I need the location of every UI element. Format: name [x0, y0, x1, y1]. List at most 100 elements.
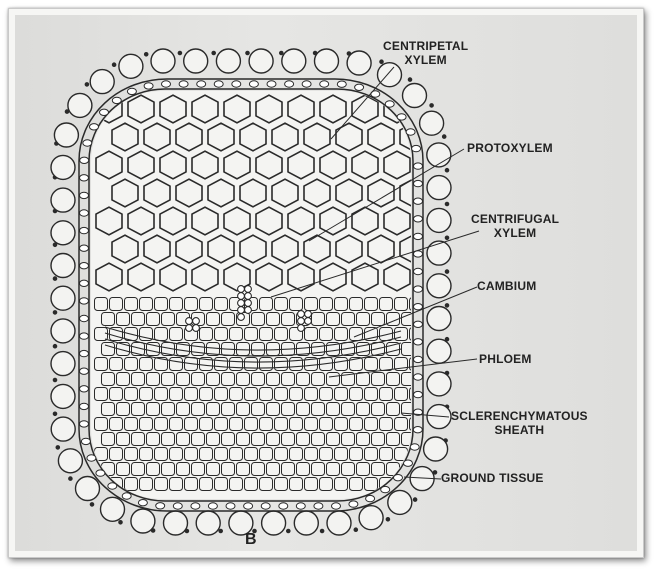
- ground-tissue-cell: [248, 48, 274, 74]
- protoxylem-vessel: [244, 285, 252, 293]
- parenchyma-cell: [101, 312, 115, 326]
- pointer-cambium: [353, 286, 478, 338]
- parenchyma-cell: [326, 312, 340, 326]
- parenchyma-cell: [109, 447, 123, 461]
- protoxylem-clusters: [185, 285, 312, 332]
- sheath-cell: [413, 267, 423, 276]
- protoxylem-vessel: [304, 317, 312, 325]
- sheath-cell: [126, 87, 137, 96]
- parenchyma-cell: [116, 402, 130, 416]
- xylem-cell: [335, 234, 363, 264]
- parenchyma-cell: [311, 372, 325, 386]
- parenchyma-cell: [191, 372, 205, 386]
- xylem-cell: [287, 150, 315, 180]
- parenchyma-cell: [221, 402, 235, 416]
- xylem-cell: [383, 206, 411, 236]
- parenchyma-cell: [289, 357, 303, 371]
- parenchyma-cell: [304, 447, 318, 461]
- parenchyma-cell: [289, 387, 303, 401]
- xylem-cell: [95, 206, 123, 236]
- protoxylem-vessel: [237, 313, 245, 321]
- sheath-cell: [79, 297, 89, 305]
- parenchyma-cell: [251, 372, 265, 386]
- parenchyma-cell: [191, 432, 205, 446]
- parenchyma-cell: [146, 462, 160, 476]
- sheath-cell: [137, 499, 148, 507]
- parenchyma-cell: [364, 417, 378, 431]
- parenchyma-cell: [311, 462, 325, 476]
- protoxylem-vessel: [237, 306, 245, 314]
- sheath-cell: [411, 144, 422, 153]
- parenchyma-cell: [139, 417, 153, 431]
- parenchyma-cell: [214, 417, 228, 431]
- xylem-cell: [319, 262, 347, 292]
- pointer-sclerenchymatous-sheath: [400, 412, 450, 418]
- sheath-cell: [95, 469, 106, 477]
- parenchyma-cell: [236, 432, 250, 446]
- xylem-cell: [175, 178, 203, 208]
- parenchyma-cell: [296, 432, 310, 446]
- parenchyma-cell: [266, 462, 280, 476]
- sheath-cell: [155, 502, 166, 510]
- protoxylem-vessel: [244, 299, 252, 307]
- parenchyma-cell: [289, 417, 303, 431]
- parenchyma-cell: [124, 297, 138, 311]
- sheath-cell: [79, 262, 89, 270]
- xylem-cell: [351, 150, 379, 180]
- parenchyma-cell: [266, 432, 280, 446]
- ground-tissue-cell: [50, 220, 76, 246]
- parenchyma-cell: [364, 327, 378, 341]
- surface-spine: [52, 276, 58, 281]
- parenchyma-cell: [259, 447, 273, 461]
- surface-spine: [385, 516, 391, 522]
- parenchyma-cell: [251, 402, 265, 416]
- label-centrifugal-xylem: CENTRIFUGAL XYLEM: [471, 212, 559, 240]
- xylem-cell: [255, 150, 283, 180]
- parenchyma-cell: [244, 387, 258, 401]
- parenchyma-cell: [281, 462, 295, 476]
- parenchyma-cell: [169, 417, 183, 431]
- surface-spine: [245, 50, 250, 56]
- ground-tissue-cell: [50, 285, 76, 311]
- parenchyma-cell: [379, 447, 393, 461]
- surface-spine: [444, 235, 450, 241]
- parenchyma-cell: [139, 327, 153, 341]
- protoxylem-vessel: [297, 310, 305, 318]
- parenchyma-cell: [409, 417, 411, 431]
- parenchyma-cell: [206, 462, 220, 476]
- xylem-cell: [207, 178, 235, 208]
- parenchyma-cell: [356, 462, 370, 476]
- parenchyma-cell: [169, 477, 183, 491]
- parenchyma-cell: [304, 327, 318, 341]
- parenchyma-cell: [244, 327, 258, 341]
- parenchyma-cell: [334, 417, 348, 431]
- parenchyma-cell: [371, 432, 385, 446]
- xylem-cell: [127, 94, 155, 124]
- sheath-cell: [79, 402, 89, 411]
- parenchyma-cell: [274, 417, 288, 431]
- pointer-centrifugal-xylem: [270, 230, 480, 298]
- parenchyma-cell: [139, 297, 153, 311]
- parenchyma-cell: [161, 432, 175, 446]
- parenchyma-cell: [289, 447, 303, 461]
- ground-tissue-cell: [74, 475, 101, 502]
- ground-tissue-cell: [401, 82, 428, 109]
- sheath-cell: [260, 502, 271, 510]
- parenchyma-cell: [199, 477, 213, 491]
- parenchyma-cell: [176, 402, 190, 416]
- parenchyma-cell: [364, 477, 378, 491]
- parenchyma-cell: [251, 462, 265, 476]
- xylem-cell: [159, 150, 187, 180]
- parenchyma-cell: [139, 357, 153, 371]
- ground-tissue-cell: [387, 489, 413, 516]
- sclerenchymatous-sheath-band: [78, 78, 424, 512]
- parenchyma-cell: [139, 387, 153, 401]
- parenchyma-cell: [341, 462, 355, 476]
- pointer-centripetal-xylem: [330, 66, 395, 140]
- xylem-cell: [255, 94, 283, 124]
- parenchyma-cell: [386, 372, 400, 386]
- photo-frame: CENTRIPETAL XYLEM PROTOXYLEM CENTRIFUGAL…: [8, 8, 644, 558]
- sheath-cell: [79, 349, 89, 358]
- parenchyma-cell: [341, 372, 355, 386]
- parenchyma-cell: [281, 372, 295, 386]
